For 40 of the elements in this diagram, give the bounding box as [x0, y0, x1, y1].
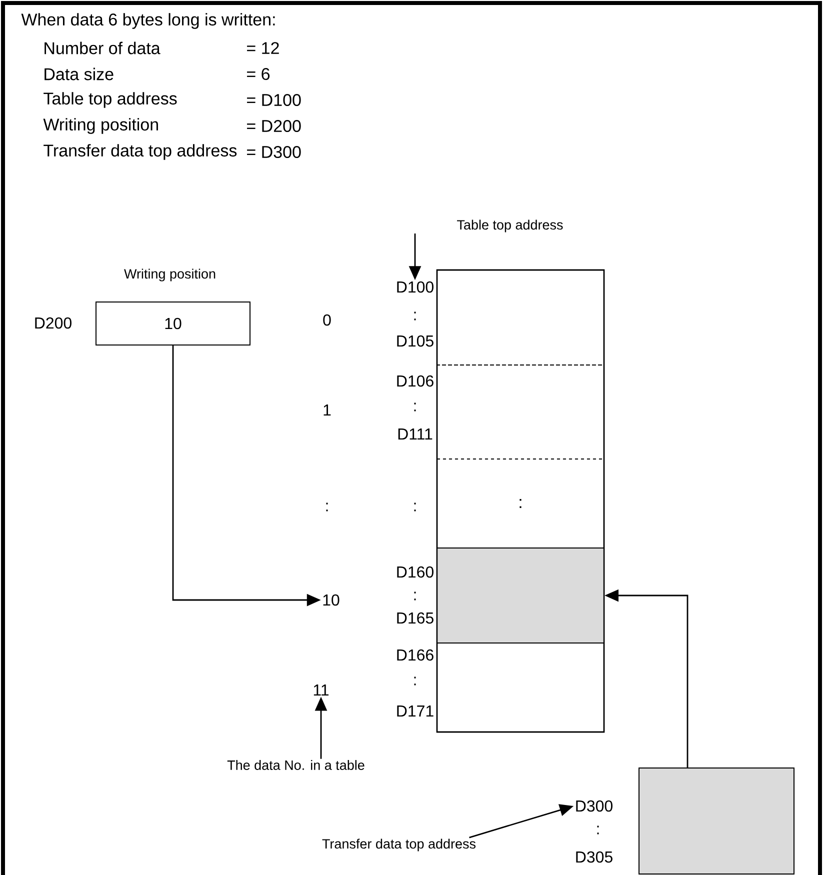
text-label: 10 [323, 594, 340, 606]
text-label: Transfer data top address [322, 838, 476, 852]
address-label: D171 [397, 706, 434, 716]
table-row [436, 548, 604, 644]
address-label: : [414, 502, 416, 512]
parameter-name: Data size [44, 68, 114, 80]
address-label: D165 [397, 612, 434, 624]
parameter-name: Number of data [44, 42, 160, 54]
parameter-value: = D300 [247, 146, 301, 158]
address-label: D160 [397, 566, 434, 578]
data-box [638, 768, 794, 874]
text-label: D300 [576, 800, 612, 812]
box-heading: Writing position [124, 268, 216, 282]
address-label: : [597, 826, 599, 834]
data-number: 1 [324, 404, 331, 416]
text-label: The data No. in a table [227, 760, 364, 770]
parameter-value: = 12 [247, 42, 279, 54]
parameter-name: Writing position [43, 118, 158, 134]
parameter-value: = D100 [247, 94, 301, 106]
address-label: : [414, 312, 416, 320]
address-label: D305 [576, 851, 612, 863]
address-label: : [414, 592, 416, 600]
address-label: D106 [397, 375, 434, 387]
address-label: D200 [35, 317, 72, 329]
text-label: Table top address [457, 220, 563, 232]
parameter-value: = D200 [247, 120, 301, 132]
text-label: D100 [397, 281, 434, 293]
address-label: D166 [397, 649, 434, 661]
address-label: D105 [397, 335, 434, 347]
text-label: 11 [314, 684, 329, 696]
address-label: D111 [398, 428, 432, 440]
parameter-name: Transfer data top address [44, 144, 237, 160]
data-number: 0 [323, 314, 331, 326]
register-box: 10 [96, 302, 250, 346]
address-label: : [414, 402, 416, 412]
parameter-value: = 6 [247, 68, 270, 80]
parameter-name: Table top address [44, 92, 177, 108]
heading: When data 6 bytes long is written: [21, 13, 275, 29]
data-number: : [326, 502, 328, 512]
address-label: : [414, 676, 416, 686]
